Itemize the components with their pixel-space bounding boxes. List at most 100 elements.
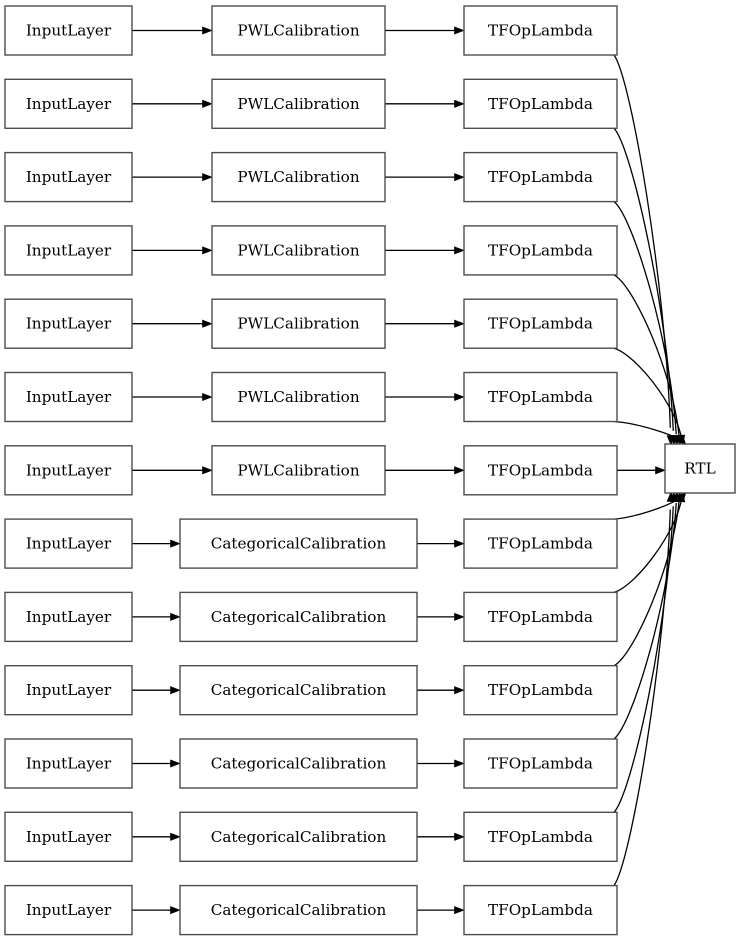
node-tfoplambda-10-box[interactable]	[463, 738, 618, 789]
node-input-layer-2-box[interactable]	[4, 151, 133, 203]
node-tfoplambda-10[interactable]: TFOpLambda	[463, 738, 618, 789]
node-tfoplambda-1-label: TFOpLambda	[488, 95, 593, 113]
node-input-layer-3[interactable]: InputLayer	[4, 225, 133, 276]
node-tfoplambda-11-box[interactable]	[463, 811, 618, 862]
node-tfoplambda-7-box[interactable]	[463, 518, 618, 569]
edge-input-to-calibration-7-arrowhead	[170, 539, 181, 548]
node-tfoplambda-5-box[interactable]	[463, 371, 618, 423]
node-input-layer-5[interactable]: InputLayer	[4, 371, 133, 423]
node-input-layer-4[interactable]: InputLayer	[4, 298, 133, 349]
edge-input-to-calibration-6-arrowhead	[202, 466, 213, 475]
node-input-layer-9-label: InputLayer	[26, 681, 112, 699]
node-calibration-10[interactable]: CategoricalCalibration	[179, 738, 418, 789]
node-tfoplambda-10-label: TFOpLambda	[488, 755, 593, 773]
node-input-layer-3-box[interactable]	[4, 225, 133, 276]
node-tfoplambda-3-box[interactable]	[463, 225, 618, 276]
node-calibration-7[interactable]: CategoricalCalibration	[179, 518, 418, 569]
node-calibration-0-box[interactable]	[211, 5, 386, 56]
node-tfoplambda-2-box[interactable]	[463, 151, 618, 203]
node-calibration-11-box[interactable]	[179, 811, 418, 862]
node-tfoplambda-1-box[interactable]	[463, 78, 618, 130]
node-calibration-2-label: PWLCalibration	[237, 168, 359, 186]
node-calibration-3[interactable]: PWLCalibration	[211, 225, 386, 276]
node-calibration-1[interactable]: PWLCalibration	[211, 78, 386, 130]
node-calibration-9[interactable]: CategoricalCalibration	[179, 665, 418, 716]
node-calibration-7-box[interactable]	[179, 518, 418, 569]
node-calibration-5-box[interactable]	[211, 371, 386, 423]
node-calibration-6-box[interactable]	[211, 445, 386, 496]
node-tfoplambda-3[interactable]: TFOpLambda	[463, 225, 618, 276]
node-input-layer-6-label: InputLayer	[26, 461, 112, 479]
node-calibration-8[interactable]: CategoricalCalibration	[179, 591, 418, 643]
node-input-layer-0-box[interactable]	[4, 5, 133, 56]
node-input-layer-9[interactable]: InputLayer	[4, 665, 133, 716]
node-calibration-4-box[interactable]	[211, 298, 386, 349]
node-input-layer-1-box[interactable]	[4, 78, 133, 130]
edge-calibration-to-lambda-7-arrowhead	[454, 539, 465, 548]
edge-calibration-to-lambda-12-arrowhead	[454, 906, 465, 915]
node-input-layer-7-box[interactable]	[4, 518, 133, 569]
edge-input-to-calibration-5-arrowhead	[202, 392, 213, 402]
node-input-layer-4-box[interactable]	[4, 298, 133, 349]
node-calibration-2[interactable]: PWLCalibration	[211, 151, 386, 203]
node-calibration-12[interactable]: CategoricalCalibration	[179, 884, 418, 936]
node-tfoplambda-8-box[interactable]	[463, 591, 618, 643]
edge-lambda-to-output-11	[613, 506, 674, 813]
node-rtl-output[interactable]: RTL	[664, 443, 736, 494]
node-tfoplambda-6-box[interactable]	[463, 445, 618, 496]
node-tfoplambda-4[interactable]: TFOpLambda	[463, 298, 618, 349]
node-calibration-1-box[interactable]	[211, 78, 386, 130]
edge-calibration-to-lambda-2-arrowhead	[454, 173, 465, 182]
node-input-layer-9-box[interactable]	[4, 665, 133, 716]
node-tfoplambda-0-box[interactable]	[463, 5, 618, 56]
node-input-layer-11[interactable]: InputLayer	[4, 811, 133, 862]
node-tfoplambda-12-box[interactable]	[463, 884, 618, 936]
node-input-layer-2[interactable]: InputLayer	[4, 151, 133, 203]
node-calibration-5[interactable]: PWLCalibration	[211, 371, 386, 423]
edge-lambda-to-output-2	[613, 201, 677, 435]
node-tfoplambda-4-box[interactable]	[463, 298, 618, 349]
node-calibration-4[interactable]: PWLCalibration	[211, 298, 386, 349]
node-calibration-6[interactable]: PWLCalibration	[211, 445, 386, 496]
node-input-layer-0[interactable]: InputLayer	[4, 5, 133, 56]
node-input-layer-6[interactable]: InputLayer	[4, 445, 133, 496]
node-tfoplambda-0[interactable]: TFOpLambda	[463, 5, 618, 56]
node-calibration-8-box[interactable]	[179, 591, 418, 643]
edge-lambda-to-output-3	[613, 274, 680, 438]
node-tfoplambda-1[interactable]: TFOpLambda	[463, 78, 618, 130]
node-calibration-9-box[interactable]	[179, 665, 418, 716]
node-input-layer-11-box[interactable]	[4, 811, 133, 862]
node-input-layer-12-box[interactable]	[4, 884, 133, 936]
node-tfoplambda-7[interactable]: TFOpLambda	[463, 518, 618, 569]
node-tfoplambda-5[interactable]: TFOpLambda	[463, 371, 618, 423]
node-calibration-3-box[interactable]	[211, 225, 386, 276]
node-tfoplambda-9-box[interactable]	[463, 665, 618, 716]
node-calibration-0[interactable]: PWLCalibration	[211, 5, 386, 56]
node-input-layer-8-box[interactable]	[4, 591, 133, 643]
node-tfoplambda-2[interactable]: TFOpLambda	[463, 151, 618, 203]
node-input-layer-6-box[interactable]	[4, 445, 133, 496]
node-tfoplambda-6[interactable]: TFOpLambda	[463, 445, 618, 496]
node-tfoplambda-11[interactable]: TFOpLambda	[463, 811, 618, 862]
edge-lambda-to-output-0	[613, 54, 671, 428]
node-tfoplambda-9[interactable]: TFOpLambda	[463, 665, 618, 716]
node-input-layer-12[interactable]: InputLayer	[4, 884, 133, 936]
node-calibration-2-box[interactable]	[211, 151, 386, 203]
node-rtl-output-box[interactable]	[664, 443, 736, 494]
edge-calibration-to-lambda-8-arrowhead	[454, 612, 465, 621]
node-calibration-10-box[interactable]	[179, 738, 418, 789]
node-tfoplambda-8[interactable]: TFOpLambda	[463, 591, 618, 643]
node-input-layer-7[interactable]: InputLayer	[4, 518, 133, 569]
node-input-layer-10[interactable]: InputLayer	[4, 738, 133, 789]
node-input-layer-5-box[interactable]	[4, 371, 133, 423]
node-tfoplambda-12[interactable]: TFOpLambda	[463, 884, 618, 936]
node-calibration-12-box[interactable]	[179, 884, 418, 936]
node-input-layer-10-box[interactable]	[4, 738, 133, 789]
edge-input-to-calibration-4-arrowhead	[202, 319, 213, 328]
node-calibration-11[interactable]: CategoricalCalibration	[179, 811, 418, 862]
edge-input-to-calibration-0-arrowhead	[202, 26, 213, 35]
node-input-layer-8[interactable]: InputLayer	[4, 591, 133, 643]
node-input-layer-1[interactable]: InputLayer	[4, 78, 133, 130]
edge-input-to-calibration-11-arrowhead	[170, 832, 181, 841]
